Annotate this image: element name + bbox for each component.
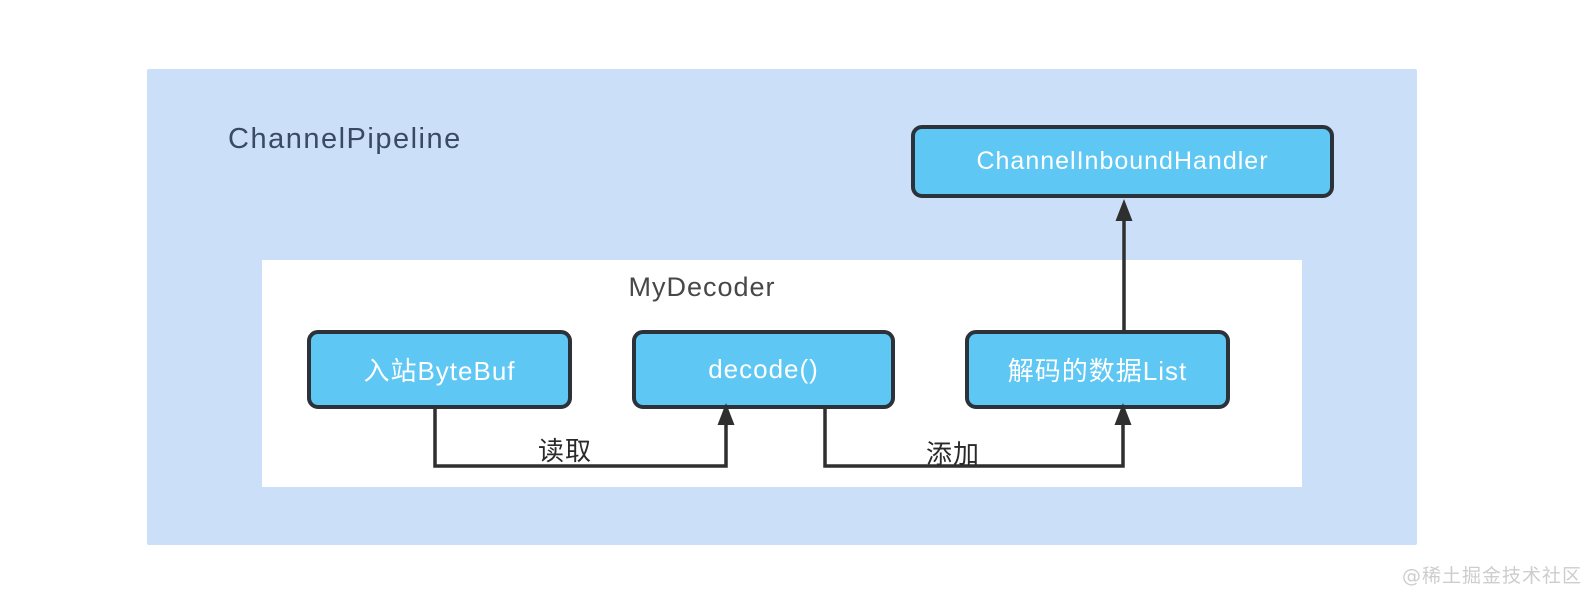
node-decode-method: decode() (632, 330, 895, 409)
node-decoded-data-list-label: 解码的数据List (1007, 356, 1188, 386)
node-decode-method-label: decode() (708, 354, 819, 384)
mydecoder-title: MyDecoder (628, 272, 776, 302)
edge-label-read: 读取 (538, 437, 593, 467)
pipeline-title: ChannelPipeline (228, 123, 462, 155)
edge-label-add: 添加 (926, 440, 981, 470)
node-channel-inbound-handler: ChannelInboundHandler (911, 125, 1334, 198)
node-inbound-bytebuf-label: 入站ByteBuf (363, 356, 516, 386)
node-inbound-bytebuf: 入站ByteBuf (307, 330, 572, 409)
node-decoded-data-list: 解码的数据List (965, 330, 1230, 409)
node-channel-inbound-handler-label: ChannelInboundHandler (976, 147, 1269, 175)
watermark: @稀土掘金技术社区 (1401, 565, 1582, 587)
